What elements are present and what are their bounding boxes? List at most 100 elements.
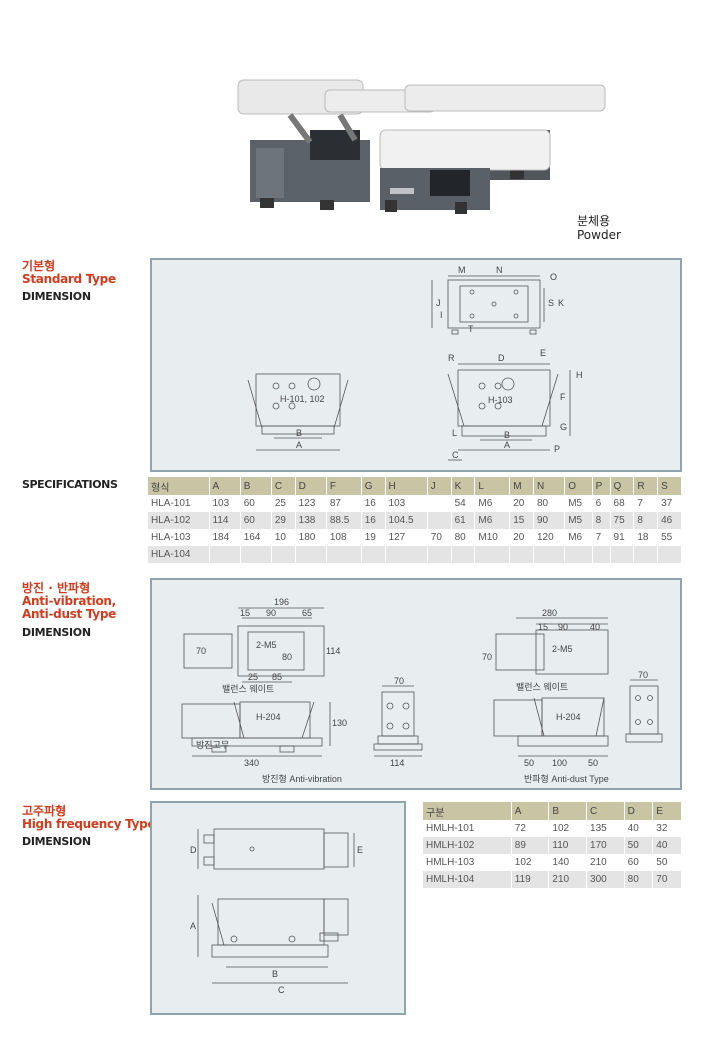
- antivib-dimension-label: DIMENSION: [22, 626, 91, 639]
- model-cell: HMLH-103: [426, 857, 475, 868]
- value-cell: 16: [364, 498, 376, 509]
- antivib-right-labels: 280 15 90 40 2-M5 70 밸런스 웨이트 H-204 50 10…: [482, 608, 648, 784]
- value-cell: 60: [240, 512, 271, 529]
- value-cell: 120: [537, 532, 554, 543]
- header-cell: L: [475, 477, 510, 495]
- value-cell: [475, 546, 510, 563]
- value-cell: [427, 512, 451, 529]
- value-cell: 25: [274, 498, 286, 509]
- highfreq-drawing-panel: D E A B C: [150, 801, 406, 1015]
- value-cell: 7: [595, 532, 602, 543]
- header-cell: P: [592, 477, 610, 495]
- antivib-title-en-1: Anti-vibration,: [22, 594, 116, 608]
- value-cell: 20: [513, 498, 525, 509]
- value-cell: 60: [243, 498, 255, 509]
- caption-ko: 분체용: [577, 214, 611, 228]
- value-cell: 170: [587, 837, 624, 854]
- value-cell: 80: [624, 871, 653, 888]
- caption-en: Powder: [577, 228, 621, 242]
- rubber-label: 방진고무: [196, 740, 229, 750]
- header-cell: D: [624, 802, 653, 820]
- model-cell: HMLH-104: [423, 871, 511, 888]
- value-cell: 102: [514, 857, 532, 868]
- value-cell: M5: [565, 512, 592, 529]
- header-cell: G: [361, 477, 385, 495]
- value-cell: 6: [595, 498, 602, 509]
- standard-section-title: 기본형 Standard Type DIMENSION: [22, 259, 116, 304]
- value-cell: 37: [661, 498, 673, 509]
- value-cell: [428, 495, 451, 512]
- screw-2m5-right: 2-M5: [552, 644, 573, 654]
- standard-title-ko: 기본형: [22, 259, 56, 273]
- dim-N: N: [496, 265, 503, 275]
- dim-L: L: [452, 428, 457, 438]
- dim-340: 340: [244, 758, 259, 768]
- model-cell: HMLH-102: [423, 837, 511, 854]
- dim-O: O: [550, 272, 557, 282]
- highfreq-section-title: 고주파형 High frequency Type DIMENSION: [22, 805, 156, 849]
- standard-title-en: Standard Type: [22, 272, 116, 286]
- dim-R: R: [448, 353, 455, 363]
- value-cell: 108: [329, 532, 347, 543]
- header-cell: D: [295, 477, 326, 495]
- value-cell: [361, 546, 385, 563]
- model-h204-left: H-204: [256, 712, 281, 722]
- header-cell: E: [653, 802, 681, 820]
- dim-130: 130: [332, 718, 347, 728]
- standard-right-letters: H-103 R D E H F G B A L P C: [448, 348, 583, 460]
- dim-D: D: [190, 845, 197, 855]
- value-cell: 7: [637, 498, 643, 509]
- value-cell: 40: [653, 837, 681, 854]
- value-cell: 70: [430, 532, 442, 543]
- value-cell: M6: [478, 498, 493, 509]
- value-cell: 89: [511, 837, 549, 854]
- value-cell: [658, 546, 681, 563]
- value-cell: 88.5: [326, 512, 361, 529]
- value-cell: 119: [511, 871, 549, 888]
- header-cell: 구분: [423, 802, 511, 820]
- dim-P: P: [554, 444, 560, 454]
- value-cell: 60: [627, 857, 639, 868]
- dim-85: 85: [272, 672, 282, 682]
- value-cell: 138: [295, 512, 326, 529]
- value-cell: 18: [637, 532, 649, 543]
- header-cell: 형식: [148, 477, 209, 495]
- value-cell: M10: [478, 532, 498, 543]
- value-cell: 50: [624, 837, 653, 854]
- dim-F: F: [560, 392, 566, 402]
- value-cell: 54: [454, 498, 466, 509]
- model-cell: HLA-104: [148, 546, 209, 563]
- value-cell: 10: [274, 532, 286, 543]
- value-cell: [451, 546, 475, 563]
- value-cell: 90: [534, 512, 565, 529]
- dim-A-left: A: [296, 440, 302, 450]
- dim-A-right: A: [504, 440, 510, 450]
- value-cell: 75: [610, 512, 634, 529]
- dim-M: M: [458, 265, 466, 275]
- highfreq-drawing: D E A B C: [190, 828, 363, 995]
- dim-100: 100: [552, 758, 567, 768]
- dim-80: 80: [282, 652, 292, 662]
- value-cell: 16: [361, 512, 385, 529]
- antivib-title-en-2: Anti-dust Type: [22, 607, 116, 621]
- standard-drawing: M N O J S K I T H-101, 102 B A H-103 R D…: [247, 265, 583, 461]
- value-cell: [610, 546, 634, 563]
- value-cell: 8: [634, 512, 658, 529]
- dim-C: C: [278, 985, 285, 995]
- header-cell: K: [451, 477, 475, 495]
- value-cell: 103: [212, 498, 230, 509]
- dim-S: S: [548, 298, 554, 308]
- standard-left-letters: H-101, 102 B A: [280, 394, 325, 450]
- value-cell: 103: [388, 498, 406, 509]
- dim-G: G: [560, 422, 567, 432]
- model-cell: HMLH-101: [426, 823, 475, 834]
- antivib-left-labels: 196 15 90 65 70 2-M5 80 114 25 85 밸런스 웨이…: [196, 597, 404, 784]
- header-cell: R: [634, 477, 658, 495]
- specifications-label: SPECIFICATIONS: [22, 478, 118, 491]
- antivib-section-title: 방진 · 반파형 Anti-vibration, Anti-dust Type …: [22, 582, 116, 640]
- balance-weight-left: 밸런스 웨이트: [222, 683, 274, 694]
- dim-15-right: 15: [538, 622, 548, 632]
